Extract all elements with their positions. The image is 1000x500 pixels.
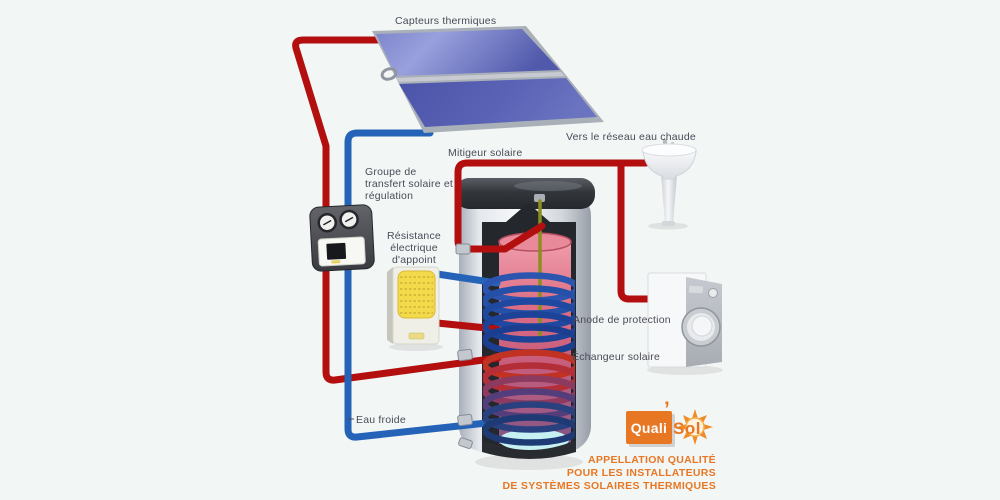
label-electric-backup-3: d'appoint xyxy=(392,254,436,266)
label-transfer-group-2: transfert solaire et xyxy=(365,178,453,190)
label-solar-exchanger: Échangeur solaire xyxy=(572,350,660,363)
washer-door-glass xyxy=(691,315,713,337)
pipe-solar-hot xyxy=(292,36,502,384)
sink-basin-rim xyxy=(641,143,697,157)
tank-fittings xyxy=(455,243,473,449)
fitting-cold-in xyxy=(457,413,473,427)
label-solar-mixing-valve: Mitigeur solaire xyxy=(448,147,522,159)
label-cold-water: Eau froide xyxy=(356,414,406,426)
control-display-leds xyxy=(331,260,341,264)
tank-floor-shadow xyxy=(475,454,583,470)
coil-ring xyxy=(483,401,575,433)
coil-ring xyxy=(483,414,575,446)
qualisol-logo: Quali ’ Sol APPELLATION QUALITÉ POUR LES… xyxy=(503,398,717,492)
tank-cap-sheen xyxy=(514,181,582,191)
pipe-washer-branch xyxy=(617,159,656,303)
washer-control-strip xyxy=(688,285,704,294)
collector-panel-upper xyxy=(376,29,560,76)
collector-panel-lower xyxy=(399,78,597,127)
fitting-drain xyxy=(458,437,473,449)
logo-tagline-2: POUR LES INSTALLATEURS xyxy=(567,467,716,479)
label-transfer-group-1: Groupe de xyxy=(365,166,416,178)
logo-tagline-1: APPELLATION QUALITÉ xyxy=(588,453,716,466)
logo-sun-icon xyxy=(677,409,713,445)
washer-knob xyxy=(708,288,718,298)
anode-fitting xyxy=(534,194,545,202)
solar-exchanger-coil xyxy=(483,349,575,446)
gauge-right-needle xyxy=(344,216,354,223)
logo-text-sol: Sol xyxy=(673,419,701,438)
heater-sticker xyxy=(408,332,425,340)
transfer-control-unit xyxy=(309,204,375,272)
control-display-screen xyxy=(326,242,347,260)
washing-machine xyxy=(647,272,723,375)
sink-pedestal-base xyxy=(662,221,675,226)
label-electric-backup-1: Résistance xyxy=(387,230,441,242)
label-electric-backup-2: électrique xyxy=(390,242,438,254)
heater-shadow xyxy=(389,343,443,351)
collector-divider xyxy=(396,72,565,82)
fitting-hot-out xyxy=(455,243,471,255)
logo-apostrophe: ’ xyxy=(664,398,670,421)
tank-bottom-skirt xyxy=(482,440,576,459)
logo-tagline: APPELLATION QUALITÉ POUR LES INSTALLATEU… xyxy=(503,453,717,492)
heater-grille xyxy=(397,270,436,319)
pipe-cold-water xyxy=(344,129,500,441)
label-transfer-group-3: régulation xyxy=(365,190,413,202)
collector-clamp xyxy=(380,67,398,81)
sink xyxy=(641,139,697,230)
labels: Capteurs thermiques Vers le réseau eau c… xyxy=(348,15,696,426)
logo-tagline-3: DE SYSTÈMES SOLAIRES THERMIQUES xyxy=(503,479,717,492)
label-hot-water-network: Vers le réseau eau chaude xyxy=(566,131,696,143)
logo-text-quali: Quali xyxy=(631,420,668,436)
solar-collector xyxy=(372,26,604,133)
logo-badge xyxy=(626,411,672,444)
gauge-left-needle xyxy=(322,219,332,226)
label-protection-anode: Anode de protection xyxy=(573,314,671,326)
heater-side xyxy=(387,267,393,344)
label-collectors: Capteurs thermiques xyxy=(395,15,496,27)
electric-backup-heater xyxy=(387,266,443,351)
heater-grille-rows xyxy=(400,276,433,314)
sink-pedestal xyxy=(661,174,677,224)
coil-ring xyxy=(483,311,575,343)
fitting-solar-in xyxy=(457,348,473,362)
